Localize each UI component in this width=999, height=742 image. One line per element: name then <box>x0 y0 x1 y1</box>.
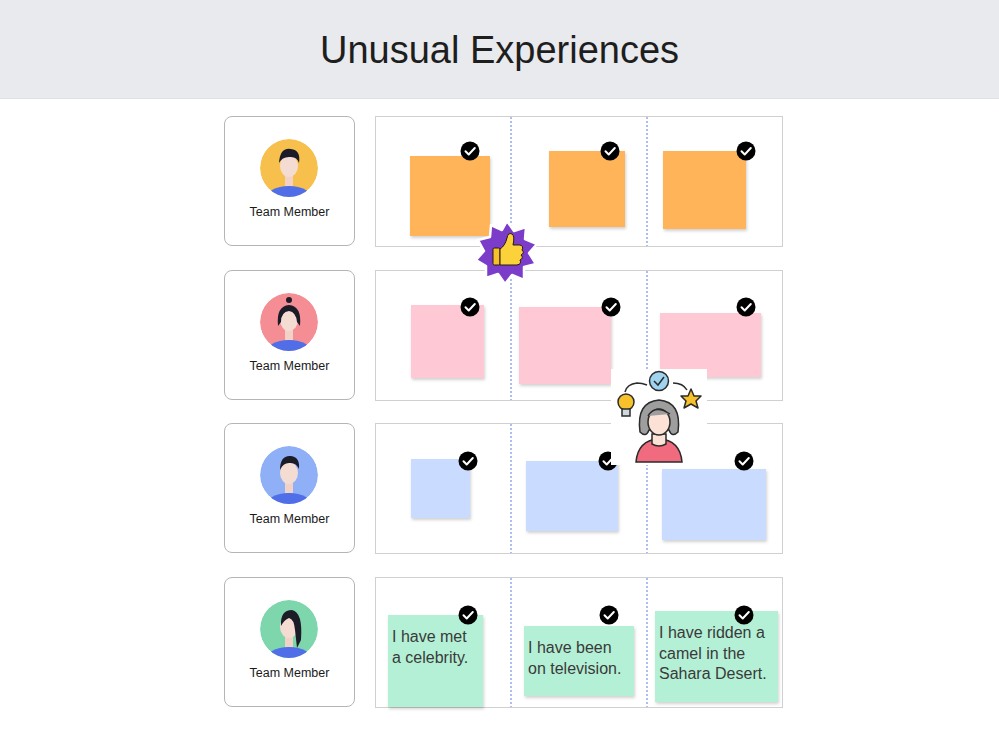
member-card: Team Member <box>224 577 355 707</box>
member-card: Team Member <box>224 116 355 246</box>
board-title: Unusual Experiences <box>0 0 999 98</box>
note-text: I have ridden a camel in the Sahara Dese… <box>659 623 774 685</box>
note-text: I have met a celebrity. <box>392 627 479 668</box>
member-card: Team Member <box>224 270 355 400</box>
member-label: Team Member <box>227 205 352 219</box>
member-label: Team Member <box>227 359 352 373</box>
member-card: Team Member <box>224 423 355 553</box>
member-label: Team Member <box>227 666 352 680</box>
sticky-note: I have ridden a camel in the Sahara Dese… <box>655 611 778 702</box>
member-label: Team Member <box>227 512 352 526</box>
note-text: I have been on television. <box>528 638 630 679</box>
sticky-note: I have met a celebrity. <box>388 615 483 707</box>
sticky-note: I have been on television. <box>524 626 634 696</box>
